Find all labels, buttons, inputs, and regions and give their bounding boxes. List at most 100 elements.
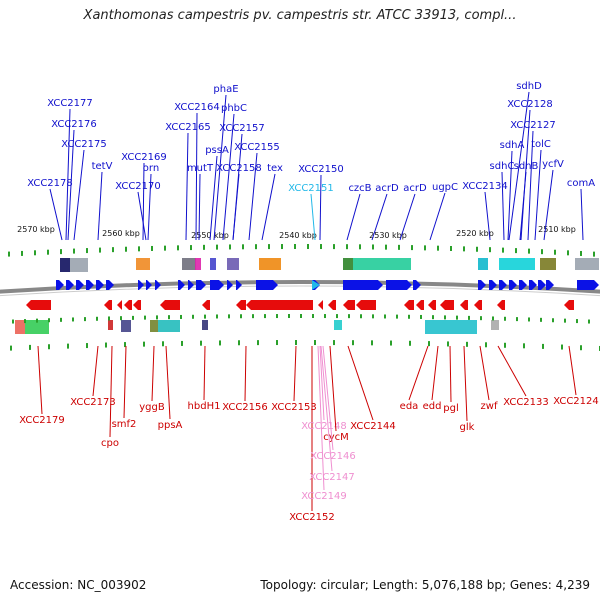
forward-gene-label: orn	[143, 163, 159, 174]
reverse-gene-label: XCC2152	[289, 512, 335, 523]
reverse-label-connector	[329, 345, 337, 432]
forward-gene-arrow	[210, 280, 224, 290]
ruler-tick	[396, 314, 398, 319]
ruler-label: 2560 kbp	[102, 229, 140, 238]
forward-gene-arrow	[312, 280, 320, 290]
ruler-tick	[276, 314, 278, 319]
reverse-gene-label: XCC2149	[301, 491, 347, 502]
forward-gene-label: XCC2170	[115, 181, 161, 192]
ruler-tick	[476, 246, 478, 252]
ruler-tick	[120, 316, 122, 321]
ruler-tick	[180, 314, 182, 319]
forward-label-connector	[346, 193, 361, 241]
ruler-tick	[552, 318, 554, 323]
forward-gene-label: XCC2176	[51, 119, 97, 130]
ruler-tick	[307, 244, 309, 250]
forward-gene-arrow	[538, 280, 546, 290]
forward-gene-label: XCC2165	[165, 122, 211, 133]
ruler-tick	[21, 250, 23, 256]
ruler-tick	[84, 317, 86, 322]
forward-gene-label: mutT	[187, 163, 214, 174]
reverse-gene-arrow	[416, 300, 424, 310]
ruler-tick	[468, 315, 470, 320]
forward-gene-arrow	[96, 280, 104, 290]
ruler-tick	[504, 316, 506, 321]
forward-gene-label: XCC2164	[174, 102, 220, 113]
forward-gene-arrow	[86, 280, 94, 290]
ruler-tick	[424, 245, 426, 251]
reverse-gene-arrow	[236, 300, 246, 310]
forward-label-connector	[209, 155, 218, 241]
forward-label-connector	[543, 169, 554, 241]
reverse-gene-label: yggB	[139, 402, 165, 413]
reverse-gene-label: XCC2153	[271, 402, 317, 413]
ruler-tick	[528, 317, 530, 322]
ruler-tick	[371, 340, 373, 346]
forward-label-connector	[195, 112, 198, 241]
ruler-tick	[240, 314, 242, 319]
ruler-tick	[504, 342, 506, 348]
feature-box	[202, 320, 208, 330]
forward-gene-label: XCC2178	[27, 178, 73, 189]
backbone-shadow	[0, 285, 600, 297]
ruler-tick	[516, 317, 518, 322]
forward-gene-arrow	[106, 280, 114, 290]
reverse-gene-label: cpo	[101, 438, 119, 449]
ruler-tick	[29, 344, 31, 350]
forward-label-connector	[371, 193, 388, 241]
ruler-tick	[268, 244, 270, 250]
feature-box	[575, 258, 599, 270]
ruler-tick	[541, 249, 543, 255]
forward-gene-label: phbC	[221, 103, 247, 114]
reverse-label-connector	[109, 345, 113, 438]
reverse-label-connector	[431, 345, 439, 401]
ruler-tick	[576, 319, 578, 324]
reverse-gene-arrow	[356, 300, 376, 310]
forward-label-connector	[65, 108, 71, 241]
reverse-label-connector	[322, 345, 334, 451]
ruler-tick	[67, 343, 69, 349]
ruler-tick	[408, 314, 410, 319]
ruler-tick	[336, 314, 338, 319]
ruler-tick	[489, 247, 491, 253]
ruler-tick	[34, 250, 36, 256]
reverse-gene-arrow	[133, 300, 141, 310]
reverse-gene-label: smf2	[112, 419, 137, 430]
reverse-label-connector	[479, 345, 490, 401]
ruler-tick	[492, 316, 494, 321]
forward-label-connector	[97, 171, 103, 241]
ruler-tick	[168, 315, 170, 320]
reverse-gene-label: edd	[423, 401, 442, 412]
feature-box	[425, 320, 477, 334]
forward-label-connector	[147, 173, 152, 241]
forward-gene-arrow	[499, 280, 507, 290]
ruler-tick	[523, 343, 525, 349]
ruler-tick	[112, 247, 114, 253]
forward-gene-arrow	[386, 280, 412, 290]
reverse-gene-arrow	[497, 300, 505, 310]
ruler-tick	[384, 314, 386, 319]
forward-label-connector	[534, 149, 542, 241]
forward-label-connector	[508, 91, 530, 241]
forward-label-connector	[310, 193, 316, 241]
ruler-tick	[428, 341, 430, 347]
ruler-tick	[216, 314, 218, 319]
forward-gene-label: XCC2155	[234, 142, 280, 153]
reverse-gene-arrow	[564, 300, 574, 310]
ruler-tick	[540, 317, 542, 322]
ruler-tick	[125, 246, 127, 252]
forward-label-connector	[232, 173, 240, 241]
forward-gene-label: tetV	[92, 161, 113, 172]
ruler-tick	[60, 317, 62, 322]
feature-box	[150, 320, 158, 332]
reverse-gene-arrow	[343, 300, 355, 310]
ruler-tick	[444, 315, 446, 320]
forward-label-connector	[213, 94, 227, 241]
forward-label-connector	[73, 149, 85, 241]
forward-gene-label: sdhA	[500, 140, 525, 151]
ruler-tick	[264, 314, 266, 319]
ruler-tick	[8, 251, 10, 257]
forward-gene-label: comA	[567, 178, 595, 189]
